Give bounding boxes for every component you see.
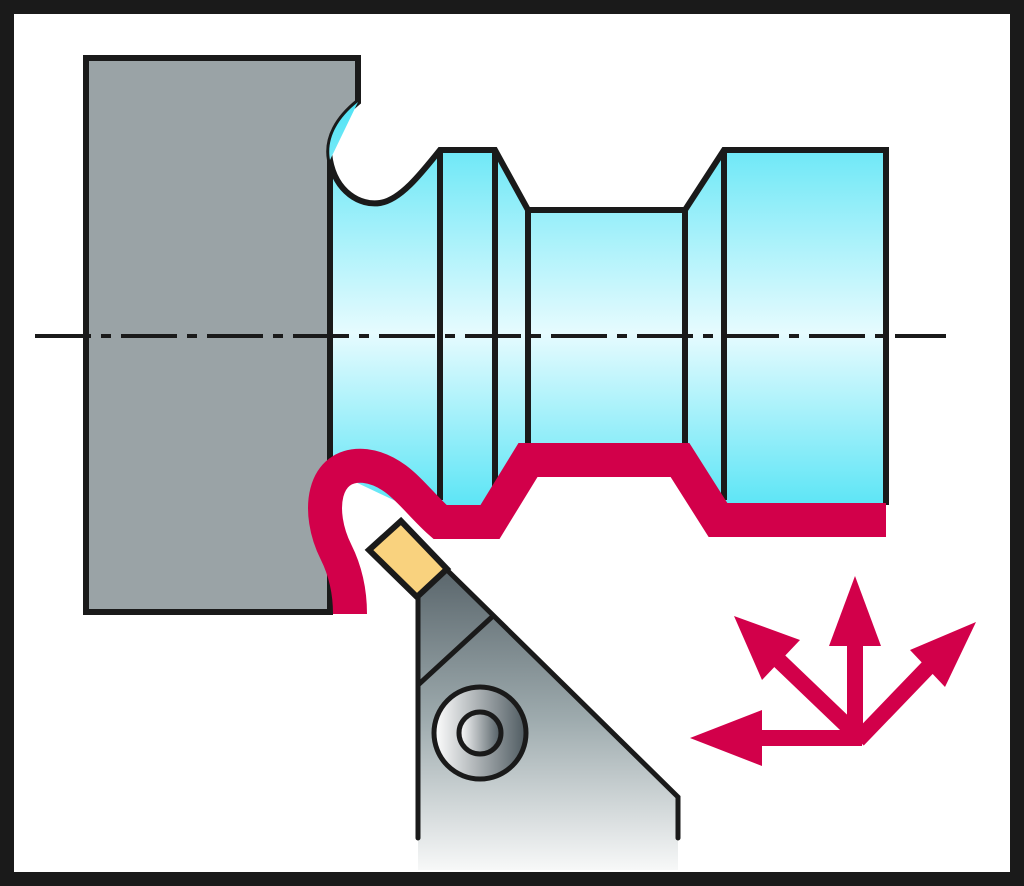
workpiece <box>329 102 886 522</box>
workpiece-outline <box>327 147 889 505</box>
tool-holder-outline <box>415 567 681 841</box>
multi-direction-arrows-icon <box>690 576 976 766</box>
workpiece-section-lines <box>327 150 727 612</box>
cutting-insert <box>364 516 452 602</box>
toolpath <box>308 443 886 615</box>
tool-holder <box>418 570 678 870</box>
clamp-screw-inner <box>456 709 504 757</box>
